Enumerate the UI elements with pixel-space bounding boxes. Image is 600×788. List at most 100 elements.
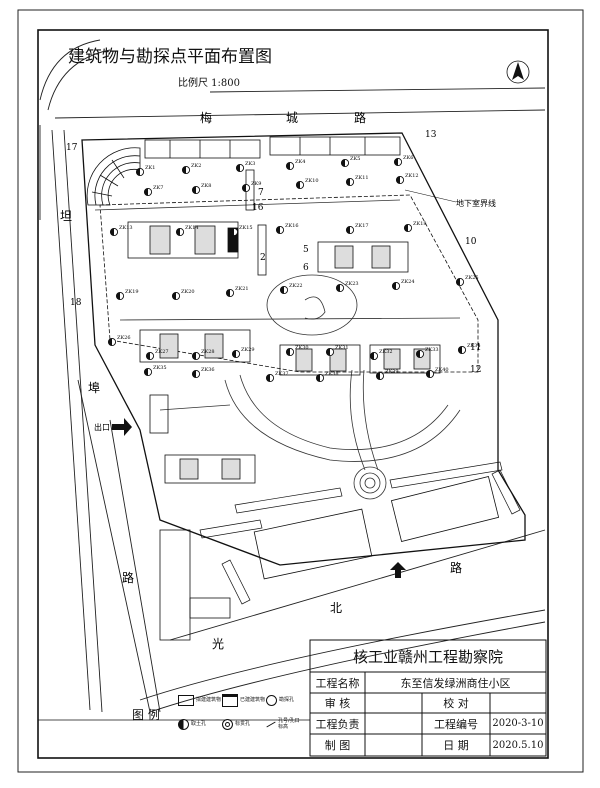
- borehole-marker: ZK9: [241, 181, 261, 193]
- road-label-bu: 埠: [88, 381, 100, 395]
- borehole-id: ZK12: [405, 173, 419, 179]
- borehole-marker: ZK2: [181, 163, 201, 175]
- road-label-lu-bottom: 路: [450, 560, 462, 575]
- road-label-guang: 光: [212, 637, 224, 651]
- borehole-symbol-icon: [266, 694, 277, 706]
- borehole-marker: ZK30: [285, 345, 309, 357]
- borehole-id: ZK7: [153, 185, 163, 191]
- building-number: 13: [425, 130, 437, 140]
- project-name-value: 东至信发绿洲商住小区: [400, 676, 511, 690]
- borehole-marker: ZK23: [335, 281, 359, 293]
- scale-label: 比例尺 1:800: [178, 76, 240, 89]
- date-value: 2020.5.10: [492, 739, 544, 751]
- fan-building: [86, 147, 141, 206]
- borehole-id: ZK6: [403, 155, 413, 161]
- borehole-id: ZK3: [245, 161, 255, 167]
- borehole-id: ZK10: [305, 178, 319, 184]
- borehole-marker: ZK33: [415, 347, 439, 359]
- legend-label: 取土孔: [191, 721, 207, 727]
- top-shop-row: [144, 136, 401, 159]
- basement-leader-line: [404, 189, 457, 203]
- drawing-title: 建筑物与勘探点平面布置图: [68, 47, 272, 67]
- borehole-marker: ZK12: [395, 173, 419, 185]
- north-arrow-icon: [506, 60, 530, 84]
- legend-item: 标贯孔: [222, 714, 266, 734]
- new-building-symbol-icon: [178, 694, 194, 706]
- legend-label: 拟建建筑物: [196, 697, 222, 703]
- site-boundary: [81, 132, 526, 566]
- borehole-id: ZK34: [467, 343, 481, 349]
- borehole-marker: ZK39: [375, 369, 399, 381]
- legend: 拟建建筑物 已建建筑物 勘探孔 取土孔 标贯孔 孔号/孔口标高: [178, 690, 308, 736]
- existing-building-symbol-icon: [222, 693, 238, 707]
- building-number: 16: [252, 203, 264, 213]
- road-label-cheng: 城: [286, 111, 298, 125]
- building-number: 6: [303, 263, 309, 273]
- legend-item: 取土孔: [178, 714, 222, 734]
- borehole-marker: ZK37: [265, 371, 289, 383]
- road-label-mei: 梅: [200, 110, 212, 125]
- borehole-id: ZK24: [401, 279, 415, 285]
- borehole-id: ZK28: [201, 349, 215, 355]
- borehole-marker: ZK21: [225, 286, 249, 298]
- borehole-marker: ZK6: [393, 155, 413, 167]
- borehole-id: ZK18: [413, 221, 427, 227]
- legend-label: 孔号/孔口标高: [278, 718, 300, 730]
- borehole-id: ZK32: [379, 349, 393, 355]
- building-number: 11: [470, 343, 481, 353]
- drawn-label: 制 图: [324, 739, 351, 752]
- borehole-marker: ZK17: [345, 223, 369, 235]
- legend-item: 已建建筑物: [222, 690, 266, 710]
- borehole-id: ZK16: [285, 223, 299, 229]
- borehole-id: ZK4: [295, 159, 305, 165]
- borehole-marker: ZK10: [295, 178, 319, 190]
- borehole-id: ZK36: [201, 367, 215, 373]
- building-number: 2: [260, 253, 266, 263]
- borehole-id: ZK19: [125, 289, 139, 295]
- review-label: 审 核: [324, 697, 351, 710]
- project-no-label: 工程编号: [434, 717, 478, 731]
- borehole-marker: ZK1: [135, 165, 155, 177]
- borehole-marker: ZK4: [285, 159, 305, 171]
- building-number: 7: [258, 188, 264, 198]
- borehole-id: ZK38: [325, 371, 339, 377]
- borehole-marker: ZK26: [107, 335, 131, 347]
- legend-label: 标贯孔: [235, 721, 251, 727]
- road-label-lu-left: 路: [122, 570, 134, 585]
- borehole-id: ZK9: [251, 181, 261, 187]
- borehole-marker: ZK20: [171, 289, 195, 301]
- borehole-id: ZK23: [345, 281, 359, 287]
- borehole-id: ZK37: [275, 371, 289, 377]
- borehole-marker: ZK24: [391, 279, 415, 291]
- title-block: [309, 639, 547, 757]
- borehole-id: ZK26: [117, 335, 131, 341]
- building-number: 12: [470, 365, 481, 375]
- borehole-id: ZK22: [289, 283, 303, 289]
- borehole-id: ZK5: [350, 156, 360, 162]
- check-label: 校 对: [443, 697, 469, 710]
- borehole-marker: ZK11: [345, 175, 369, 187]
- borehole-id: ZK35: [153, 365, 167, 371]
- borehole-id: ZK11: [355, 175, 369, 181]
- borehole-marker: ZK28: [191, 349, 215, 361]
- borehole-marker: ZK35: [143, 365, 167, 377]
- institute-name: 核工业赣州工程勘察院: [352, 647, 503, 666]
- legend-item: 勘探孔: [266, 690, 310, 710]
- road-lines: [39, 39, 546, 713]
- borehole-marker: ZK22: [279, 283, 303, 295]
- borehole-marker: ZK8: [191, 183, 211, 195]
- borehole-id: ZK39: [385, 369, 399, 375]
- building-number: 5: [303, 245, 309, 255]
- legend-label: 勘探孔: [279, 697, 295, 703]
- borehole-marker: ZK19: [115, 289, 139, 301]
- borehole-id: ZK29: [241, 347, 255, 353]
- project-no-value: 2020-3-10: [492, 718, 544, 729]
- borehole-marker: ZK14: [175, 225, 199, 237]
- borehole-marker: ZK36: [191, 367, 215, 379]
- legend-item: 孔号/孔口标高: [266, 714, 310, 734]
- exit-arrow-icon: [112, 418, 132, 436]
- hole-label-symbol-icon: [266, 721, 276, 727]
- borehole-marker: ZK3: [235, 161, 255, 173]
